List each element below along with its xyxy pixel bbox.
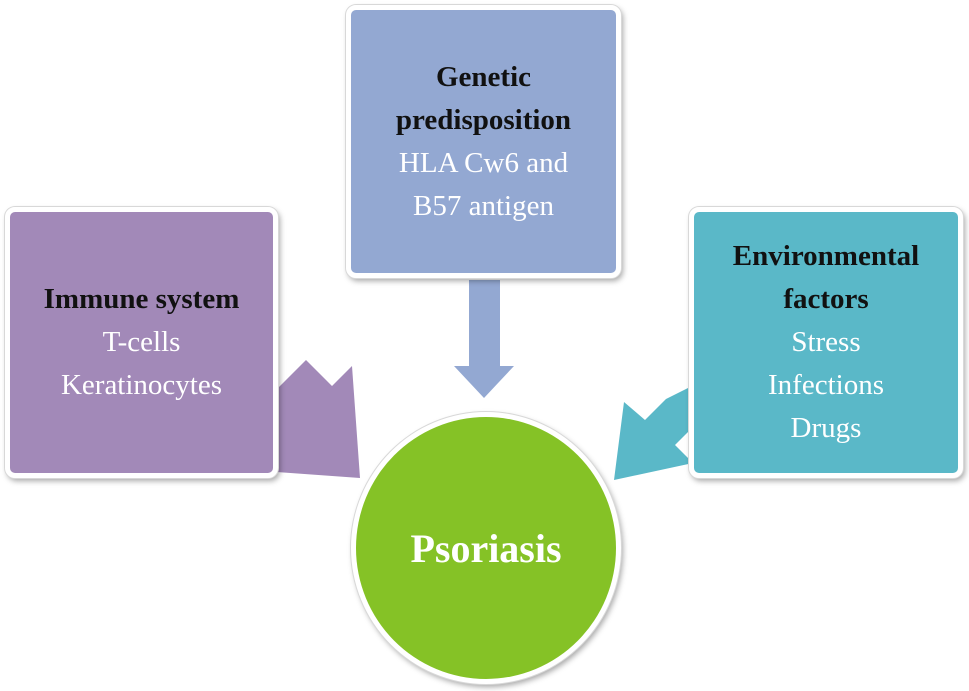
node-genetic-item-line-2: B57 antigen [413, 189, 554, 222]
node-immune-item-keratinocytes: Keratinocytes [60, 369, 223, 401]
node-immune-system-title: Immune system [43, 283, 240, 315]
node-environmental-title-line-2: factors [783, 283, 869, 315]
node-environmental-title-line-1: Environmental [732, 240, 920, 272]
node-environmental-factors: Environmental factors Stress Infections … [689, 207, 963, 478]
node-genetic-predisposition: Genetic predisposition HLA Cw6 and B57 a… [346, 5, 621, 278]
node-psoriasis-label: Psoriasis [410, 525, 562, 571]
node-environmental-item-stress: Stress [791, 326, 861, 358]
node-environmental-item-drugs: Drugs [790, 412, 862, 444]
node-environmental-item-infections: Infections [768, 369, 884, 401]
arrow-environmental-to-psoriasis [614, 387, 693, 480]
node-immune-item-t-cells: T-cells [102, 326, 181, 358]
node-genetic-item-line-1: HLA Cw6 and [398, 146, 569, 179]
node-psoriasis: Psoriasis [351, 412, 621, 684]
arrow-genetic-to-psoriasis [454, 280, 514, 398]
node-immune-system: Immune system T-cells Keratinocytes [5, 207, 278, 478]
node-genetic-title-line-2: predisposition [395, 103, 572, 136]
node-genetic-title-line-1: Genetic [435, 60, 531, 93]
